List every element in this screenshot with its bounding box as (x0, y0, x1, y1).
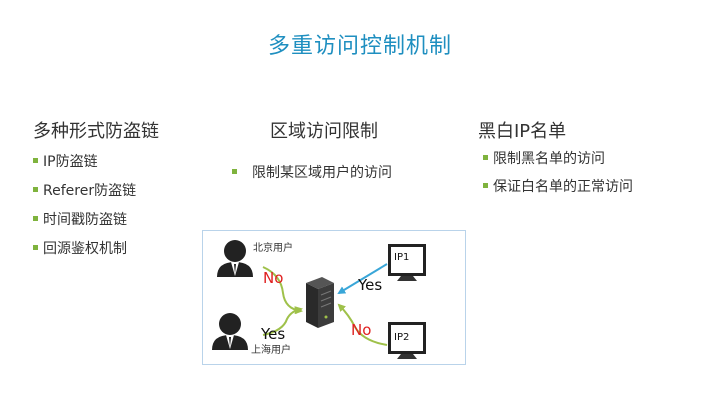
heading-region-restriction: 区域访问限制 (270, 121, 378, 142)
ip1-label: IP1 (394, 252, 410, 263)
no-ip2-label: No (351, 321, 372, 339)
yes-shanghai-label: Yes (261, 325, 286, 343)
bullet-icon (33, 216, 38, 221)
server-icon (306, 277, 334, 328)
heading-ip-list: 黑白IP名单 (478, 121, 567, 142)
list-item: 时间戳防盗链 (33, 210, 136, 239)
bullet-icon (483, 183, 488, 188)
arrow-beijing-to-server (262, 266, 303, 315)
list-item: 保证白名单的正常访问 (483, 177, 633, 205)
bullet-icon (33, 245, 38, 250)
heading-anti-leech: 多种形式防盗链 (33, 121, 159, 142)
list-item: 限制某区域用户的访问 (232, 163, 392, 183)
beijing-user-icon (217, 240, 253, 277)
arrow-ip2-to-server (337, 303, 388, 346)
anti-leech-list: IP防盗链 Referer防盗链 时间戳防盗链 回源鉴权机制 (33, 152, 136, 268)
shanghai-user-icon (212, 313, 248, 350)
list-item: 回源鉴权机制 (33, 239, 136, 268)
page-title: 多重访问控制机制 (267, 34, 452, 59)
no-beijing-label: No (263, 269, 284, 287)
list-item: 限制黑名单的访问 (483, 149, 633, 177)
bullet-icon (33, 158, 38, 163)
list-item: Referer防盗链 (33, 181, 136, 210)
yes-ip1-label: Yes (358, 276, 383, 294)
bullet-icon (232, 169, 237, 174)
monitor-ip1-icon (388, 244, 426, 281)
beijing-user-label: 北京用户 (253, 243, 293, 254)
region-diagram: 北京用户 上海用户 IP1 IP2 No Yes Yes No (202, 230, 466, 365)
ip-list: 限制黑名单的访问 保证白名单的正常访问 (483, 149, 633, 205)
arrow-shanghai-to-server (262, 306, 303, 336)
monitor-ip2-icon (388, 322, 426, 359)
region-restriction-list: 限制某区域用户的访问 (232, 163, 392, 183)
list-item: IP防盗链 (33, 152, 136, 181)
diagram-canvas (212, 240, 426, 359)
bullet-icon (33, 187, 38, 192)
arrow-ip1-to-server (337, 263, 388, 295)
bullet-icon (483, 155, 488, 160)
shanghai-user-label: 上海用户 (251, 345, 291, 356)
ip2-label: IP2 (394, 332, 410, 343)
